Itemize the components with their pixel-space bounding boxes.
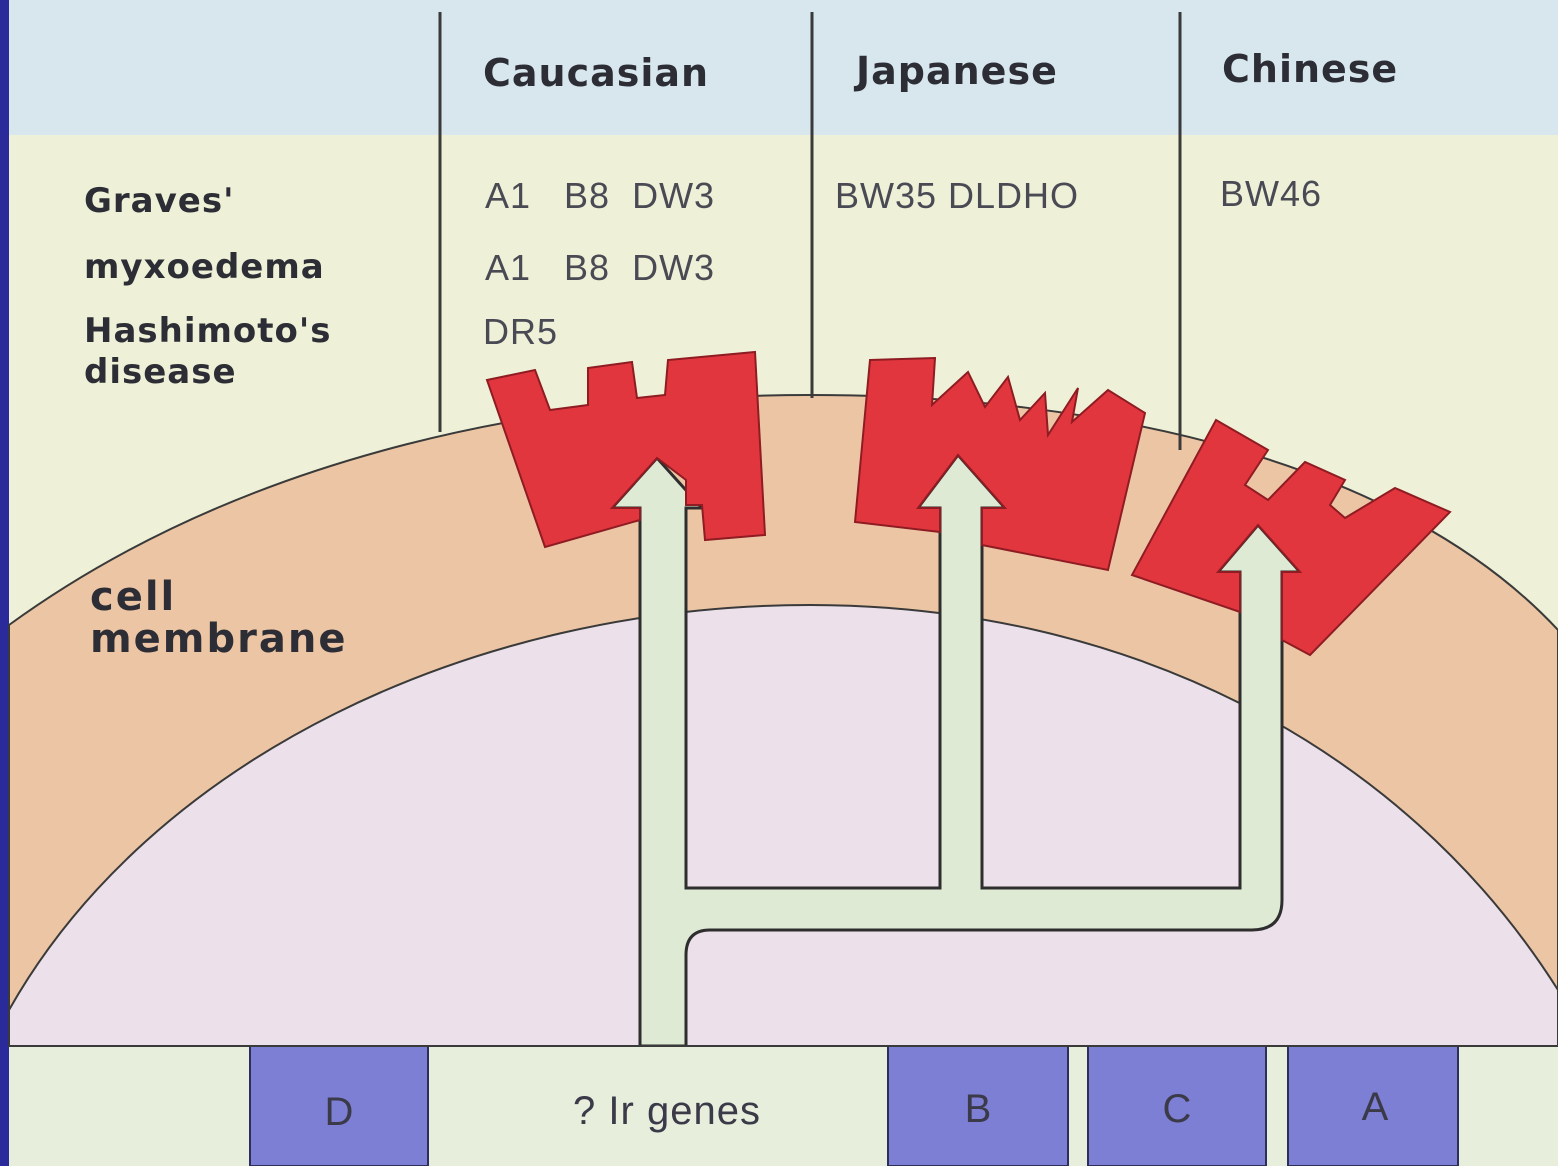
gene-label-ir: ? Ir genes: [573, 1089, 761, 1133]
gene-label-a: A: [1362, 1085, 1389, 1129]
hla-graves-chinese: BW46: [1220, 173, 1322, 214]
gene-label-b: B: [965, 1087, 992, 1131]
hla-hashimoto-caucasian: DR5: [483, 311, 558, 352]
disease-myxoedema-label: myxoedema: [84, 247, 325, 287]
hla-graves-japanese: BW35 DLDHO: [835, 175, 1079, 216]
disease-hashimoto-label-line2: disease: [84, 352, 237, 392]
disease-hashimoto-label-line1: Hashimoto's: [84, 311, 332, 351]
header-japanese: Japanese: [853, 49, 1058, 93]
cell-membrane-label-line1: cell: [90, 574, 176, 620]
cell-membrane-label-line2: membrane: [90, 616, 347, 662]
disease-graves-label: Graves': [84, 181, 235, 221]
gene-label-c: C: [1163, 1087, 1192, 1131]
gene-label-d: D: [325, 1090, 354, 1134]
hla-graves-caucasian: A1 B8 DW3: [485, 175, 715, 216]
header-caucasian: Caucasian: [483, 51, 709, 95]
header-chinese: Chinese: [1222, 47, 1398, 91]
hla-myxoedema-caucasian: A1 B8 DW3: [485, 247, 715, 288]
